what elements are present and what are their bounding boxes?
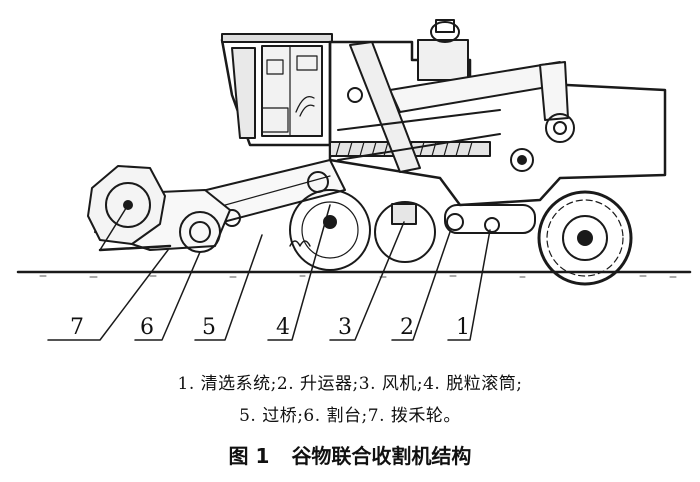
label-3: 3 bbox=[338, 315, 352, 340]
figure-caption: 图 1 谷物联合收割机结构 bbox=[0, 440, 700, 469]
label-5: 5 bbox=[202, 315, 216, 340]
label-6: 6 bbox=[140, 315, 154, 340]
label-1: 1 bbox=[456, 315, 470, 340]
operator-cab bbox=[220, 33, 333, 147]
legend-line-1: 1. 清选系统;2. 升运器;3. 风机;4. 脱粒滚筒; bbox=[177, 374, 523, 394]
label-2: 2 bbox=[400, 315, 414, 340]
legend-line-2: 5. 过桥;6. 割台;7. 拨禾轮。 bbox=[239, 406, 461, 426]
ground-line bbox=[16, 270, 692, 278]
figure-title: 谷物联合收割机结构 bbox=[291, 444, 472, 468]
leader-lines bbox=[47, 204, 491, 341]
reel bbox=[87, 165, 166, 251]
rear-wheel bbox=[537, 190, 633, 286]
label-7: 7 bbox=[70, 315, 84, 340]
label-4: 4 bbox=[276, 315, 290, 340]
harvester-drawing: 7 6 5 4 3 2 1 bbox=[16, 19, 692, 341]
machine-body bbox=[328, 19, 667, 207]
figure-number: 图 1 bbox=[228, 444, 270, 468]
